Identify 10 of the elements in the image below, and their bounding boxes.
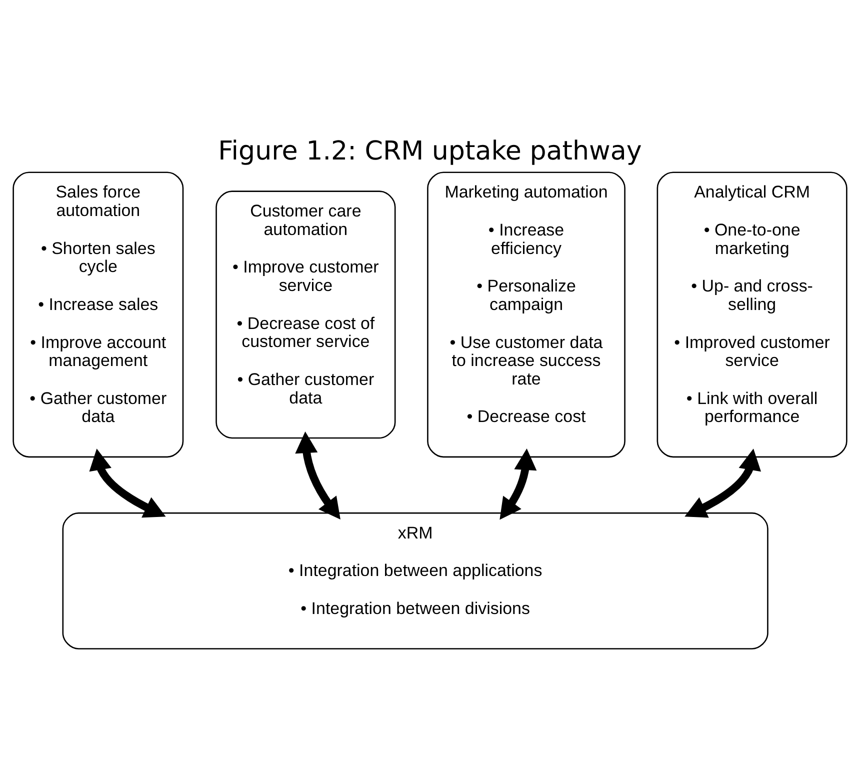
diagram-title: Figure 1.2: CRM uptake pathway (218, 136, 642, 166)
arrow (684, 448, 762, 518)
arrow (295, 431, 340, 519)
arrow (89, 448, 166, 518)
node-box: xRM • Integration between applications • Integration between divisions (62, 512, 768, 649)
node-box: Marketing automation • Increase efficiency • Personalize campaign • Use customer data to increase success rate • Decrease cost (427, 171, 626, 458)
node-box: Customer care automation • Improve customer service • Decrease cost of customer service • Gather customer data (216, 190, 396, 438)
node-box: Sales force automation • Shorten sales cycle • Increase sales • Improve account management • Gather customer data (12, 171, 184, 458)
node-box: Analytical CRM • One-to-one marketing • Up- and cross-selling • Improved customer service • Link with overall performance (656, 171, 848, 458)
arrow (500, 448, 537, 520)
